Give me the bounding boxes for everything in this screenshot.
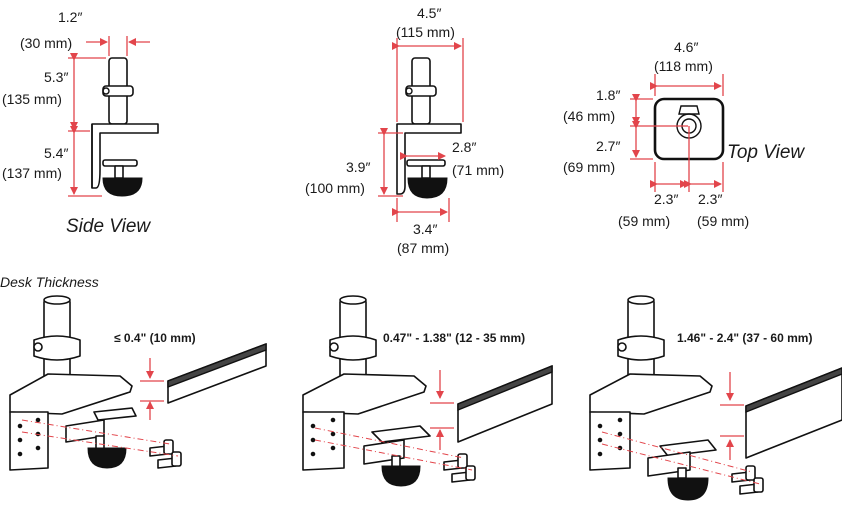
desk-range-2: 0.47" - 1.38" (12 - 35 mm)	[383, 331, 525, 345]
side-view-clamp-drawing	[91, 57, 159, 197]
top-left-in: 2.3″	[654, 191, 678, 207]
side-post-width-mm: (30 mm)	[20, 35, 72, 51]
front-jaw-height-mm: (100 mm)	[305, 180, 365, 196]
side-view-label: Side View	[66, 216, 151, 237]
side-view: 1.2″ (30 mm) 5.3″ (135 mm) 5.4″ (137 mm)…	[2, 9, 159, 237]
top-lower-mm: (69 mm)	[563, 159, 615, 175]
front-view-dimension-lines	[378, 38, 464, 222]
front-foot-width-mm: (87 mm)	[397, 240, 449, 256]
front-width-mm: (115 mm)	[396, 24, 455, 40]
side-lower-height-mm: (137 mm)	[2, 165, 62, 181]
top-view-label: Top View	[727, 142, 805, 163]
desk-panel-1-gap-arrows	[140, 358, 164, 420]
side-upper-height-mm: (135 mm)	[2, 91, 62, 107]
front-view-clamp-drawing	[396, 57, 462, 199]
top-right-in: 2.3″	[698, 191, 722, 207]
desk-panel-1: ≤ 0.4" (10 mm)	[9, 295, 267, 471]
front-foot-width-in: 3.4″	[413, 221, 437, 237]
front-jaw-depth-mm: (71 mm)	[452, 162, 504, 178]
top-lower-in: 2.7″	[596, 138, 620, 154]
desk-thickness-heading: Desk Thickness	[0, 274, 99, 290]
top-upper-in: 1.8″	[596, 87, 620, 103]
top-view: 4.6″ (118 mm) 1.8″ (46 mm) 2.7″ (69 mm) …	[563, 39, 805, 229]
side-upper-height-in: 5.3″	[44, 69, 68, 85]
top-upper-mm: (46 mm)	[563, 108, 615, 124]
desk-panel-3-drawing	[589, 295, 842, 501]
desk-panel-3-gap-arrows	[720, 372, 744, 460]
top-view-dimension-lines	[630, 74, 724, 192]
side-lower-height-in: 5.4″	[44, 145, 68, 161]
top-width-in: 4.6″	[674, 39, 698, 55]
desk-panel-1-drawing	[9, 295, 267, 471]
side-view-dimension-lines	[68, 36, 150, 197]
top-width-mm: (118 mm)	[654, 58, 713, 74]
front-width-in: 4.5″	[417, 5, 441, 21]
side-post-width-in: 1.2″	[58, 9, 82, 25]
front-view: 4.5″ (115 mm) 3.9″ (100 mm) 2.8″ (71 mm)…	[305, 5, 504, 256]
desk-range-1: ≤ 0.4" (10 mm)	[114, 331, 196, 345]
desk-panel-2-gap-arrows	[430, 370, 454, 450]
front-jaw-height-in: 3.9″	[346, 159, 370, 175]
top-left-mm: (59 mm)	[618, 213, 670, 229]
front-jaw-depth-in: 2.8″	[452, 139, 476, 155]
desk-panel-2-drawing	[302, 295, 553, 487]
desk-panel-3: 1.46" - 2.4" (37 - 60 mm)	[589, 295, 842, 501]
desk-panel-2: 0.47" - 1.38" (12 - 35 mm)	[302, 295, 553, 487]
top-right-mm: (59 mm)	[697, 213, 749, 229]
desk-range-3: 1.46" - 2.4" (37 - 60 mm)	[677, 331, 812, 345]
